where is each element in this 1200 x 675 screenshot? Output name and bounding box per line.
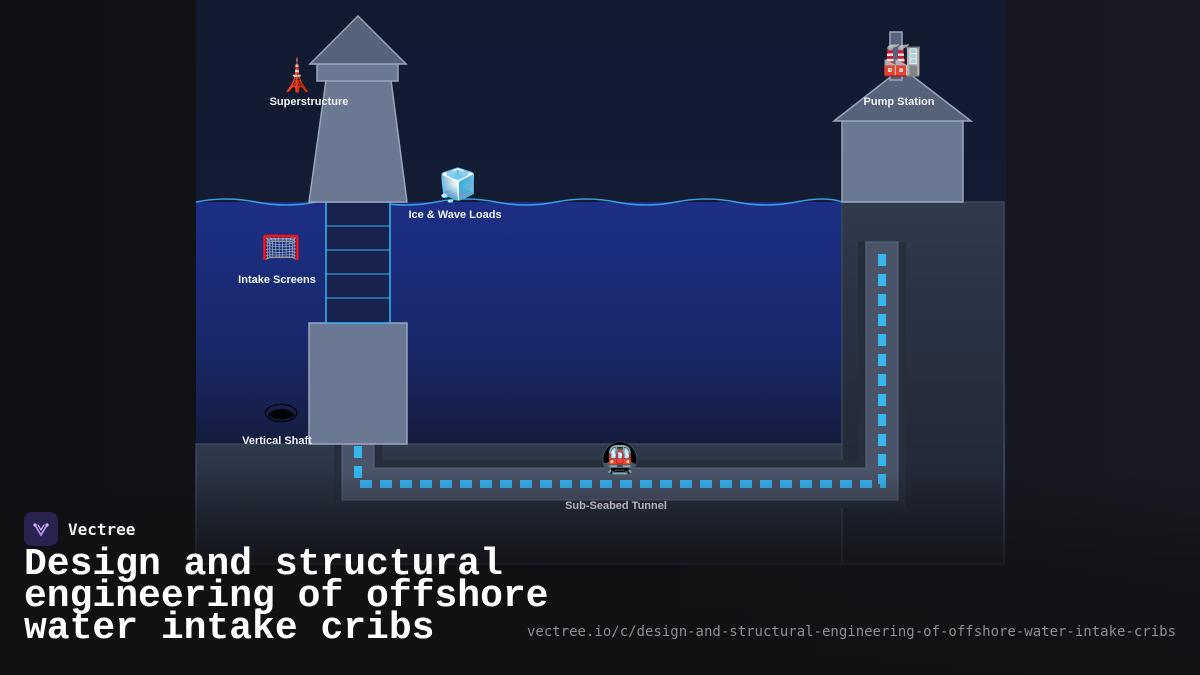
net-icon: 🥅: [261, 228, 301, 266]
pump-station-chimney: [889, 31, 903, 81]
vertical-shaft-label: Vertical Shaft: [242, 435, 312, 447]
source-url[interactable]: vectree.io/c/design-and-structural-engin…: [526, 624, 1176, 640]
pump-station-building: [841, 119, 964, 203]
pump-station-roof: [831, 67, 974, 122]
ice-wave-loads-label: Ice & Wave Loads: [408, 209, 501, 221]
brand-name: Vectree: [68, 519, 136, 539]
superstructure-cap: [316, 63, 399, 82]
sub-seabed-tunnel-label: Sub-Seabed Tunnel: [565, 500, 667, 512]
pump-station-label: Pump Station: [864, 96, 935, 108]
ice-cube-icon: 🧊: [438, 166, 478, 204]
page-title: Design and structural engineering of off…: [24, 543, 549, 650]
water-body: [196, 202, 842, 444]
metro-train-icon: 🚇: [600, 440, 640, 478]
vectree-logo-icon: [24, 512, 58, 546]
water-surface-wave: [195, 198, 843, 206]
superstructure-roof: [308, 14, 408, 65]
intake-screens-label: Intake Screens: [238, 274, 316, 286]
brand[interactable]: Vectree: [24, 512, 135, 546]
tower-icon: 🗼: [277, 56, 317, 94]
hole-icon: 🕳: [261, 394, 302, 432]
superstructure-label: Superstructure: [270, 96, 349, 108]
factory-icon: 🏭: [882, 40, 922, 78]
crib-caisson: [308, 322, 408, 445]
intake-screen-section: [325, 201, 391, 324]
